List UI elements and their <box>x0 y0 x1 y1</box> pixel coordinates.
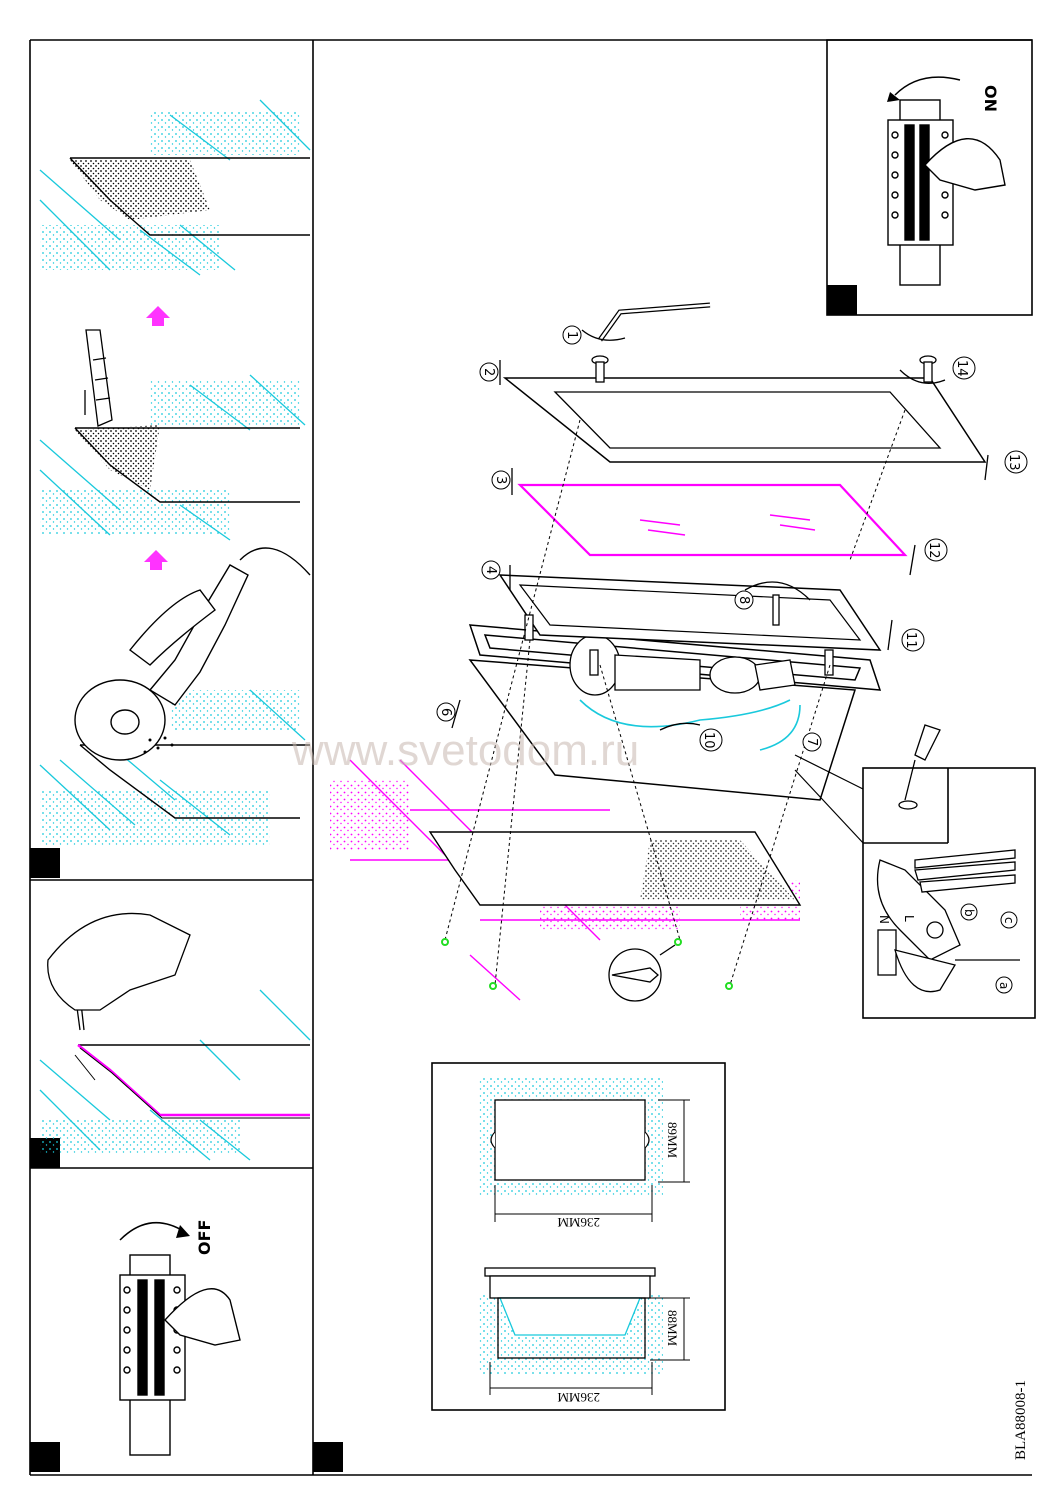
svg-text:8: 8 <box>736 596 751 604</box>
step-8-label: 8 <box>734 590 754 610</box>
svg-text:a: a <box>997 982 1011 989</box>
wall-plug-icon <box>608 944 676 1002</box>
step-1-label: 1 <box>562 325 582 345</box>
terminal-block-icon <box>876 849 1020 993</box>
pink-up-arrow-icon <box>144 550 168 570</box>
svg-text:13: 13 <box>1006 454 1021 471</box>
exploded-view: 1 2 3 4 5 6 7 <box>330 302 1028 1010</box>
model-code: BLA88008-1 <box>1013 1380 1029 1460</box>
mounting-hole-icon <box>441 938 733 990</box>
svg-text:4: 4 <box>483 566 498 574</box>
wiring-sub-c: c <box>1000 911 1018 929</box>
wiring-sub-a: a <box>995 976 1013 994</box>
watermark: www.svetodom.ru <box>291 726 639 775</box>
step-14-label: 14 <box>952 356 976 380</box>
step-2-label: 2 <box>479 362 499 382</box>
step-13-label: 13 <box>1004 450 1028 474</box>
svg-text:12: 12 <box>926 542 941 559</box>
svg-text:11: 11 <box>903 632 918 649</box>
pencil-icon <box>47 912 191 1031</box>
grinder-step <box>39 547 311 845</box>
svg-text:1: 1 <box>564 331 579 339</box>
cutout-height-label: 89MM <box>665 1122 680 1159</box>
step-12-label: 12 <box>924 538 948 562</box>
marking-step <box>39 912 311 1161</box>
live-label: L <box>902 915 916 922</box>
cut-step-top <box>39 99 311 276</box>
wiring-detail: N L a b c <box>794 724 1036 1019</box>
breaker-panel-icon <box>887 99 1006 286</box>
wiring-sub-b: b <box>960 903 978 921</box>
svg-text:14: 14 <box>954 360 969 377</box>
svg-text:b: b <box>962 909 976 917</box>
breaker-off-step: OFF <box>119 1220 241 1456</box>
step-6-label: 6 <box>436 702 456 722</box>
dimension-diagram: 236MM 89MM 236MM 88MM <box>431 1062 726 1411</box>
svg-text:3: 3 <box>493 476 508 484</box>
breaker-panel-icon <box>119 1254 241 1456</box>
pink-up-arrow-icon <box>146 306 170 326</box>
box-width-label: 236MM <box>557 1390 600 1405</box>
svg-text:7: 7 <box>804 738 819 746</box>
svg-text:2: 2 <box>481 368 496 376</box>
step-4-label: 4 <box>481 560 501 580</box>
neutral-label: N <box>877 915 891 924</box>
step-10-label: 10 <box>699 728 723 752</box>
screw-icon <box>524 355 937 676</box>
angle-grinder-icon <box>74 547 311 761</box>
cutout-width-label: 236MM <box>557 1215 600 1230</box>
chisel-icon <box>84 329 113 427</box>
svg-text:c: c <box>1002 917 1016 924</box>
switch-off-label: OFF <box>195 1220 214 1255</box>
box-depth-label: 88MM <box>665 1310 680 1347</box>
step-7-label: 7 <box>802 732 822 752</box>
screwdriver-icon <box>898 724 941 810</box>
svg-text:10: 10 <box>701 732 716 749</box>
switch-on-label: ON <box>981 85 1000 112</box>
chisel-step <box>39 329 306 541</box>
step-11-label: 11 <box>901 628 925 652</box>
svg-text:6: 6 <box>438 708 453 716</box>
step-3-label: 3 <box>491 470 511 490</box>
breaker-on-step: ON <box>826 39 1033 316</box>
